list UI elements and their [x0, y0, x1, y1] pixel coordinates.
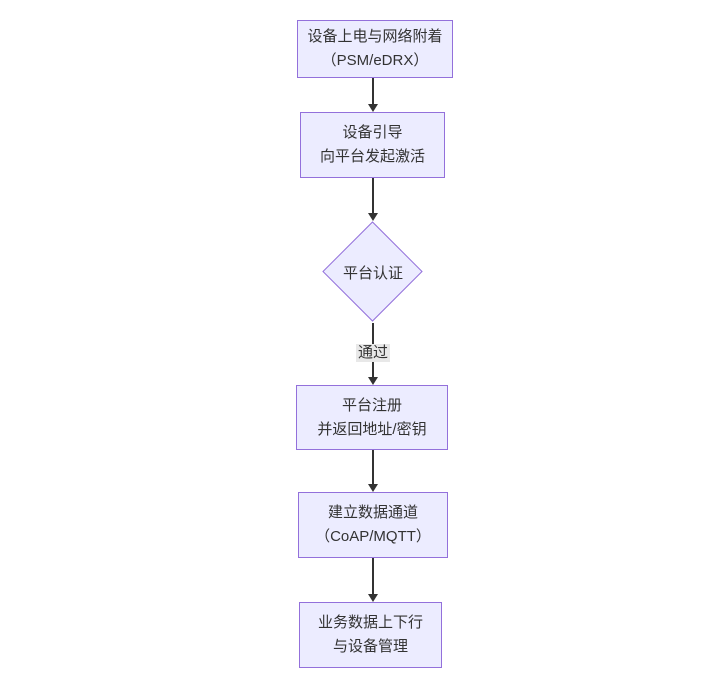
node-label: 设备引导 — [342, 124, 403, 141]
node-power-attach: 设备上电与网络附着 （PSM/eDRX） — [297, 20, 453, 78]
node-bootstrap: 设备引导 向平台发起激活 — [300, 112, 445, 178]
arrowhead-down-icon — [367, 213, 378, 221]
arrowhead-down-icon — [367, 377, 378, 385]
arrow-bootstrap-to-auth — [367, 178, 378, 221]
arrow-line — [372, 558, 374, 596]
arrowhead-down-icon — [367, 484, 378, 492]
arrow-power-to-bootstrap — [367, 78, 378, 112]
node-label: 平台注册 — [341, 396, 402, 414]
node-label: 设备上电与网络附着 — [307, 28, 443, 45]
node-platform-auth: 平台认证 — [322, 221, 424, 323]
arrow-line — [372, 178, 374, 215]
arrowhead-down-icon — [367, 594, 378, 602]
node-label: 与设备管理 — [332, 638, 408, 655]
node-label: 并返回地址/密钥 — [317, 420, 427, 438]
node-label: 建立数据通道 — [327, 504, 418, 521]
node-label: （CoAP/MQTT） — [315, 528, 431, 545]
arrowhead-down-icon — [367, 104, 378, 112]
arrow-channel-to-business — [367, 558, 378, 602]
arrow-line — [372, 78, 374, 106]
edge-label-pass: 通过 — [355, 344, 391, 362]
node-platform-register: 平台注册 并返回地址/密钥 — [296, 385, 448, 450]
node-label: 向平台发起激活 — [319, 148, 425, 165]
node-data-channel: 建立数据通道 （CoAP/MQTT） — [298, 492, 448, 558]
arrow-register-to-channel — [367, 450, 378, 492]
arrow-line — [372, 450, 374, 486]
node-label: 平台认证 — [342, 264, 403, 282]
node-label: 业务数据上下行 — [317, 614, 423, 631]
node-label: （PSM/eDRX） — [321, 52, 429, 69]
node-business-data: 业务数据上下行 与设备管理 — [299, 602, 442, 668]
